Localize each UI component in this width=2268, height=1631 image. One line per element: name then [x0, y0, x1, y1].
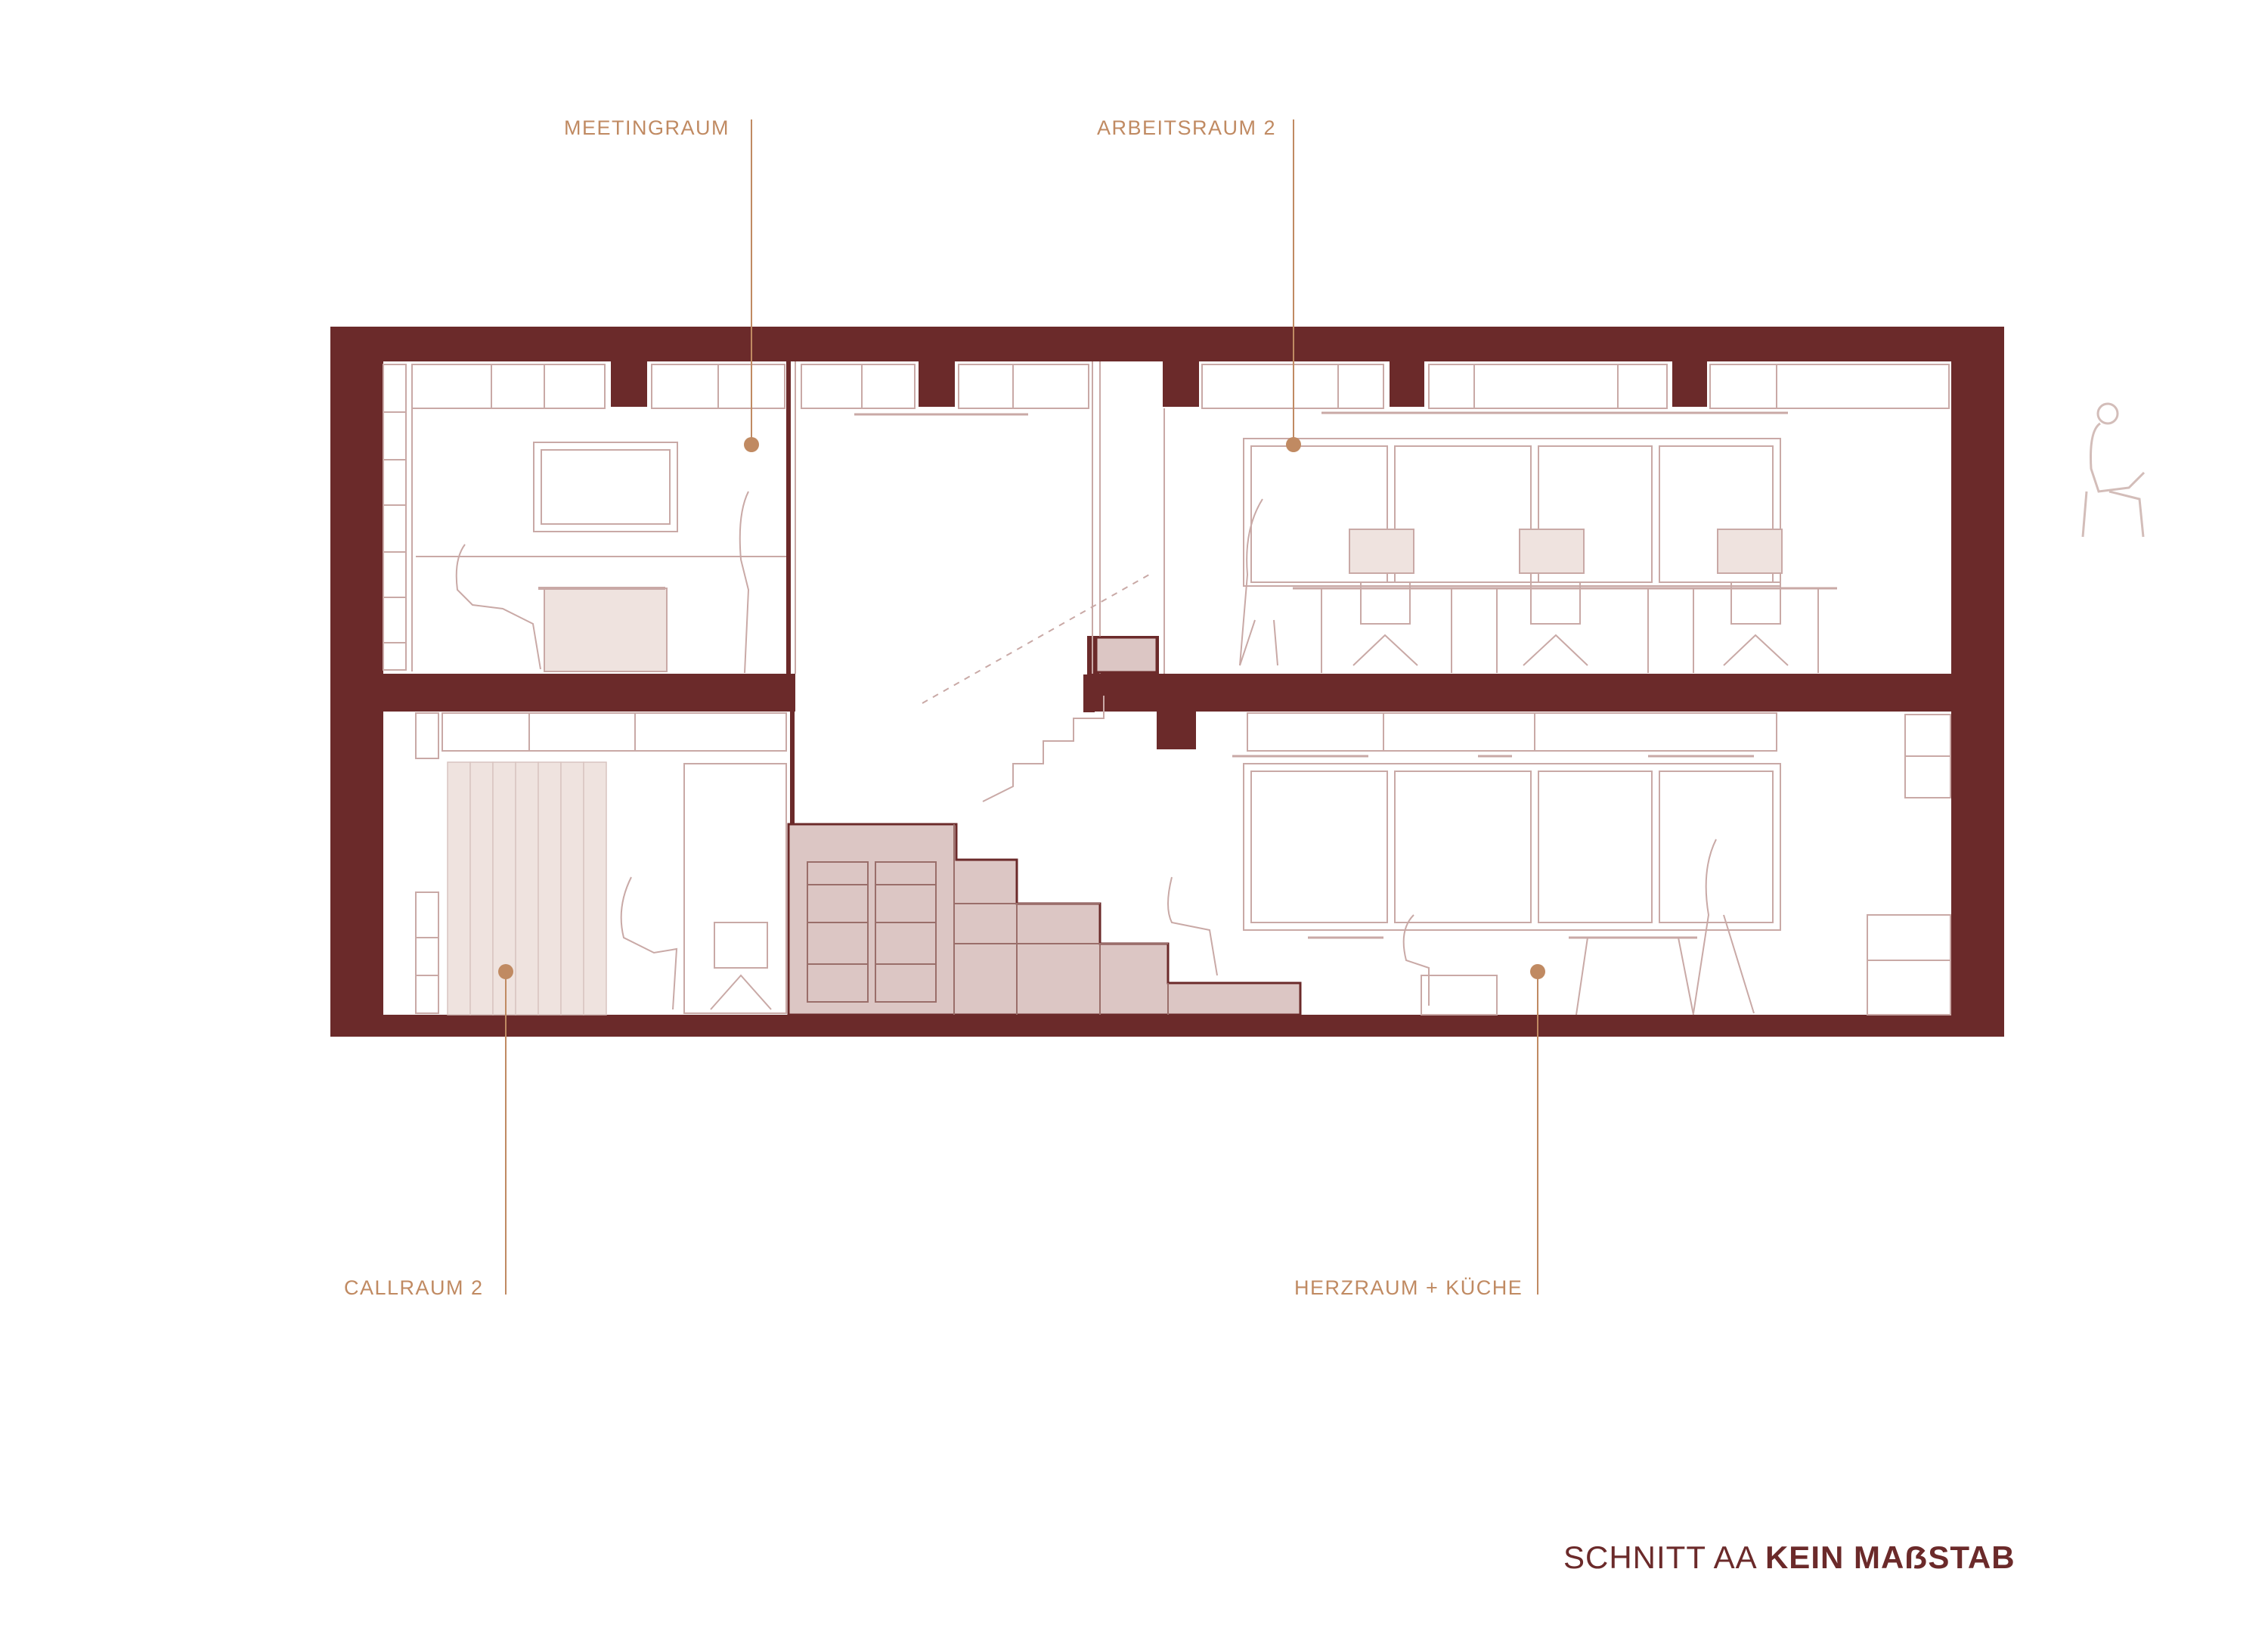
sitting-figure-icon: [2081, 402, 2146, 538]
beam-2: [919, 361, 955, 407]
mid-slab-left: [330, 674, 795, 712]
leader-lines: [505, 119, 1538, 1295]
caption-title: SCHNITT AA: [1563, 1540, 1756, 1575]
stair-cabinetry: [787, 823, 1302, 1016]
label-meetingraum: MEETINGRAUM: [564, 116, 730, 139]
ground-slab: [330, 1015, 2004, 1037]
curtain: [447, 761, 607, 1015]
drawing-caption: SCHNITT AA KEIN MAẞSTAB: [1563, 1540, 2015, 1576]
leader-dots: [498, 437, 1545, 979]
dot-arbeitsraum: [1286, 437, 1301, 452]
beam-lower: [1157, 712, 1196, 749]
beam-1: [611, 361, 647, 407]
roof-slab: [330, 327, 2004, 361]
meeting-glass-wall: [786, 361, 791, 674]
landing-edge: [1083, 674, 1095, 712]
stair-lines: [807, 824, 1169, 1015]
beam-4: [1390, 361, 1424, 407]
building-walls: [330, 327, 2004, 1037]
linework: [383, 361, 1951, 1015]
beam-5: [1672, 361, 1707, 407]
dot-meetingraum: [744, 437, 759, 452]
label-herzraum-kueche: HERZRAUM + KÜCHE: [1294, 1276, 1523, 1299]
mid-slab-right: [1087, 674, 2004, 712]
label-arbeitsraum-2: ARBEITSRAUM 2: [1097, 116, 1277, 139]
landing-box: [1095, 636, 1158, 674]
upper-left-shelf: [383, 364, 407, 671]
label-callraum-2: CALLRAUM 2: [344, 1276, 484, 1299]
dot-callraum: [498, 964, 513, 979]
beam-3: [1163, 361, 1199, 407]
caption-scale-note: KEIN MAẞSTAB: [1765, 1540, 2015, 1575]
dot-herzraum: [1530, 964, 1545, 979]
